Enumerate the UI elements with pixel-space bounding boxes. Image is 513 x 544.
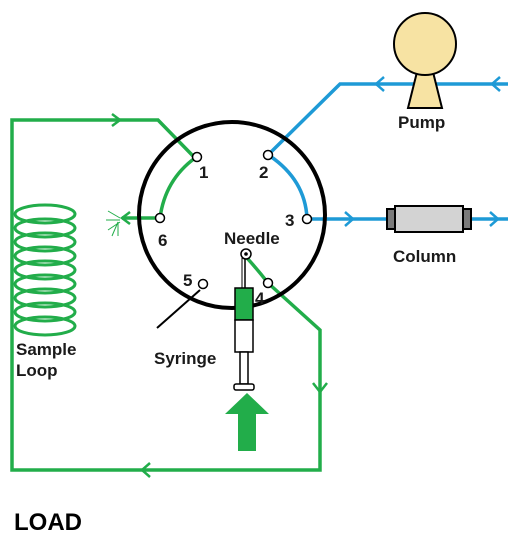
sample-loop-label-line2: Loop	[16, 361, 58, 380]
port-2-label: 2	[259, 163, 268, 182]
port-1-label: 1	[199, 163, 208, 182]
mobile-phase-arrows	[344, 76, 501, 227]
valve-ports	[154, 149, 313, 290]
pump-icon	[393, 12, 457, 109]
inject-arrow-up	[225, 393, 269, 451]
port-3-label: 3	[285, 211, 294, 230]
pump-to-port2-line	[268, 82, 508, 155]
inlet-arrow	[490, 76, 501, 92]
column-inlet-arrow	[344, 211, 355, 227]
column-icon	[386, 205, 472, 233]
port-3-hole	[301, 213, 313, 225]
loop-arrow-top	[111, 113, 123, 127]
port-1-hole	[191, 151, 203, 163]
port-4-hole	[262, 277, 274, 289]
needle-port-center	[244, 252, 248, 256]
loop-flow-arrows	[111, 113, 328, 478]
port2-to-port3-channel	[269, 154, 309, 219]
syringe-label: Syringe	[154, 349, 216, 368]
syringe-pointer-line	[156, 289, 201, 329]
port-6-hole	[154, 212, 166, 224]
mobile-phase-circuit	[268, 82, 508, 221]
waste-spray-icon	[106, 210, 121, 237]
loop-arrow-bottom	[140, 462, 151, 478]
loop-top-line	[10, 118, 322, 472]
sample-loop-label-line1: Sample	[16, 340, 76, 359]
port-5-label: 5	[183, 271, 192, 290]
port-4-label: 4	[255, 289, 265, 308]
pump-outlet-arrow	[374, 76, 385, 92]
port-6-label: 6	[158, 231, 167, 250]
waste-arrow	[119, 211, 131, 225]
loop-arrow-right	[312, 382, 328, 395]
pump-label: Pump	[398, 113, 445, 132]
column-outlet-arrow	[489, 211, 500, 227]
port1-to-port6-channel	[158, 156, 197, 219]
syringe-icon	[233, 258, 255, 391]
sample-loop-coil	[13, 203, 77, 337]
rotary-valve-body	[137, 120, 327, 310]
column-label: Column	[393, 247, 456, 266]
sample-loop-circuit	[10, 118, 322, 472]
port-5-hole	[197, 278, 209, 290]
port-2-hole	[262, 149, 274, 161]
mode-title: LOAD	[14, 509, 82, 536]
needle-label: Needle	[224, 229, 280, 248]
